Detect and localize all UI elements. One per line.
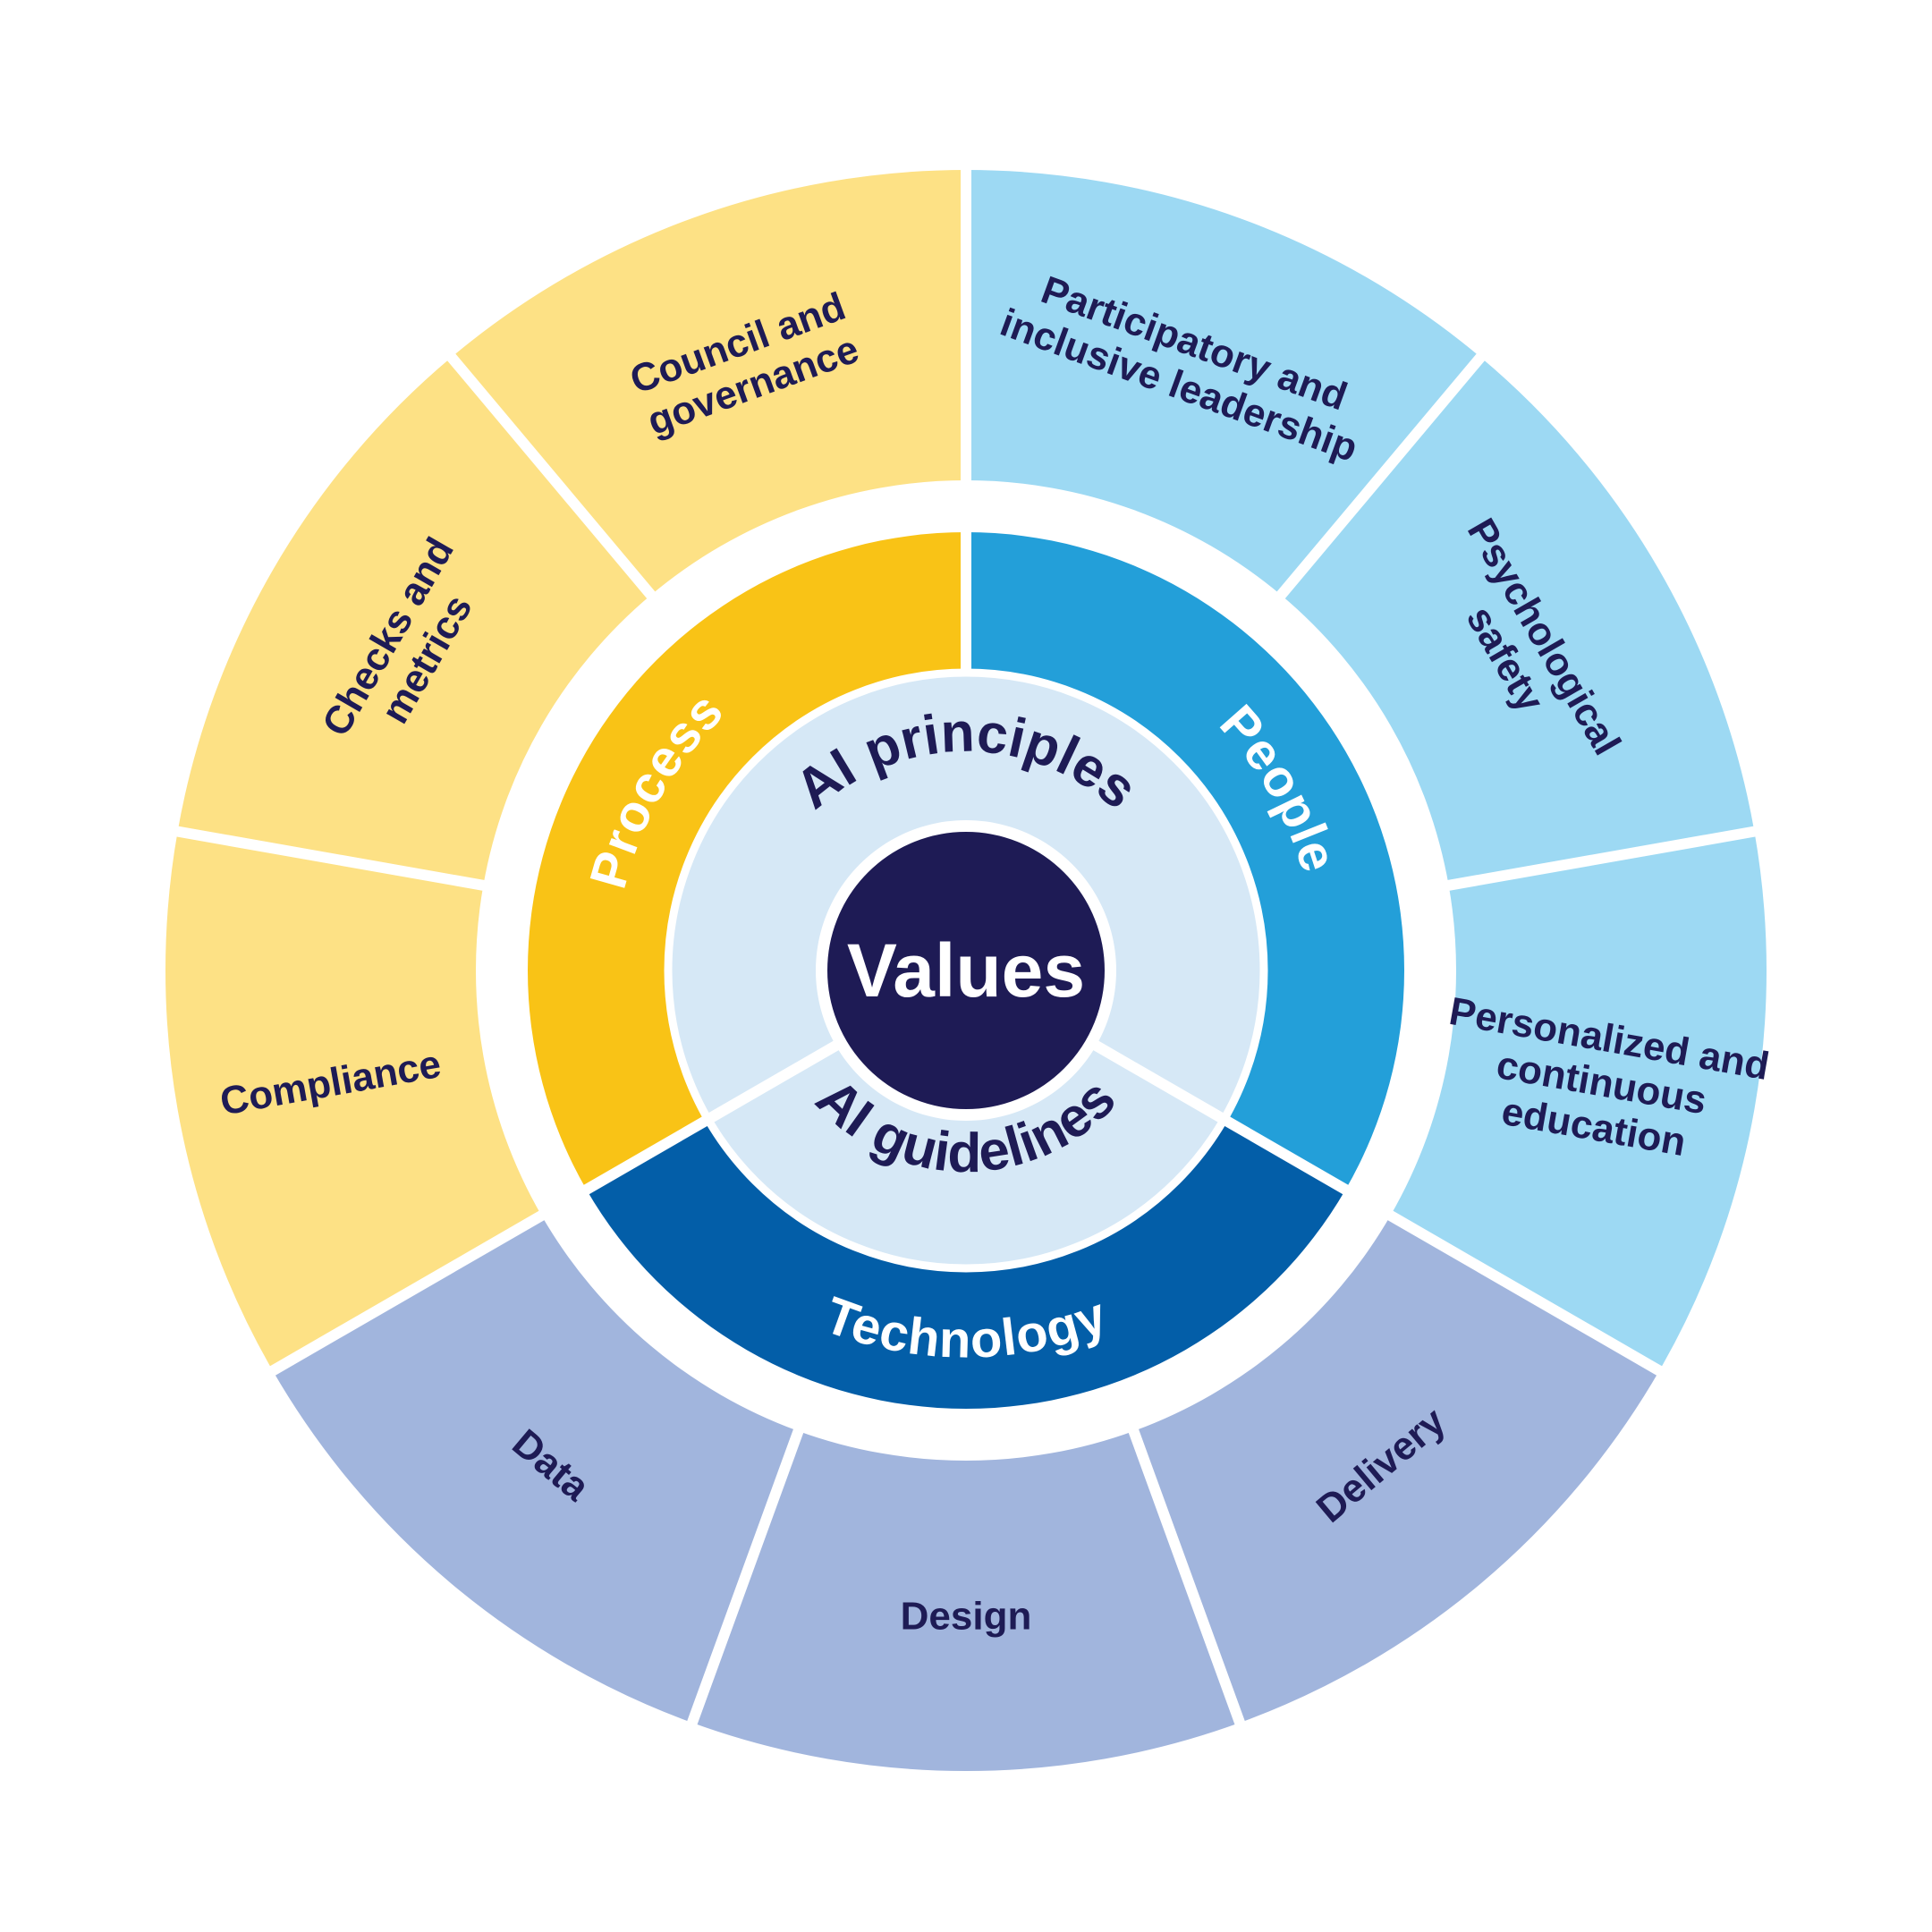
ai-segment[interactable] — [670, 675, 1261, 1118]
outer-separator — [268, 1209, 547, 1377]
outer-segment-technology[interactable] — [272, 1216, 799, 1724]
pillar-people[interactable] — [966, 532, 1404, 1190]
outer-separator — [686, 1428, 804, 1726]
outer-segment-people[interactable] — [1281, 357, 1755, 886]
outer-separator — [1275, 352, 1487, 600]
outer-ring: Participatory andinclusive leadershipPsy… — [165, 168, 1773, 1771]
values-circle — [818, 823, 1114, 1118]
pillar-separator — [1221, 1114, 1351, 1196]
outer-label-line: Design — [901, 1595, 1032, 1639]
outer-segment-process[interactable] — [451, 170, 966, 596]
outer-segment-technology[interactable] — [1133, 1216, 1660, 1724]
ai-ring-border — [664, 668, 1268, 1273]
outer-separator — [1445, 826, 1758, 892]
outer-segment-technology[interactable] — [691, 1430, 1241, 1771]
outer-segment-process[interactable] — [177, 357, 651, 886]
outer-segment-people[interactable] — [966, 170, 1481, 596]
pillar-separator — [581, 1114, 711, 1196]
outer-segment-process[interactable] — [165, 831, 542, 1371]
outer-separator — [1385, 1209, 1664, 1377]
pillar-process[interactable] — [528, 532, 966, 1190]
outer-segment-people[interactable] — [1390, 831, 1767, 1371]
values-label: Values — [847, 928, 1085, 1013]
outer-segment-label: Design — [901, 1595, 1032, 1639]
ai-separator — [706, 1039, 841, 1124]
pillar-technology[interactable] — [586, 1120, 1346, 1410]
outer-separator — [445, 352, 657, 600]
core: Values — [818, 823, 1114, 1118]
ai-segment[interactable] — [710, 1046, 1222, 1266]
outer-separator — [174, 826, 487, 892]
outer-separator — [1128, 1428, 1246, 1726]
ai-separator — [1091, 1039, 1226, 1124]
